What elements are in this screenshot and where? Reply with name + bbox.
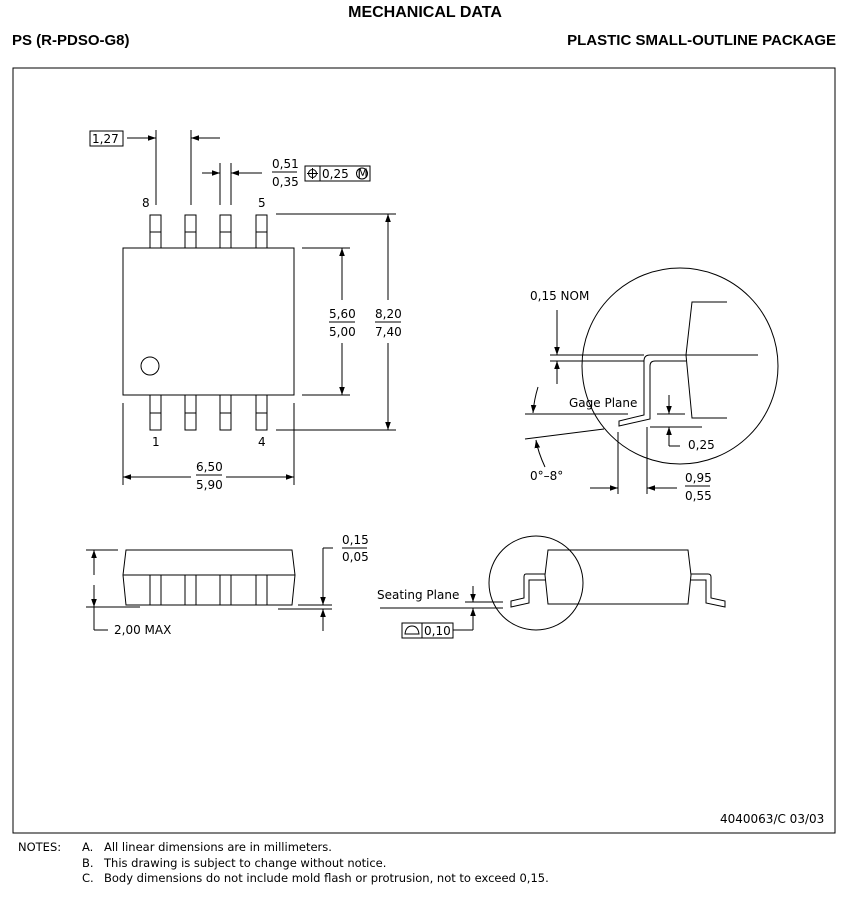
overall-width-max: 8,20 xyxy=(375,307,402,321)
pin-label-8: 8 xyxy=(142,196,150,210)
height-max-label: 2,00 MAX xyxy=(114,623,171,637)
pitch-value: 1,27 xyxy=(92,132,119,146)
position-icon xyxy=(307,168,318,179)
gage-height-value: 0,25 xyxy=(688,438,715,452)
position-tolerance-value: 0,25 xyxy=(322,167,349,181)
pitch-dimension: 1,27 xyxy=(89,130,220,205)
pin-label-1: 1 xyxy=(152,435,160,449)
foot-angle-label: 0°–8° xyxy=(530,469,563,483)
note-item: A.All linear dimensions are in millimete… xyxy=(82,840,332,854)
mmc-icon: M xyxy=(356,167,368,181)
body-width-dimension: 5,60 5,00 xyxy=(302,247,356,396)
overall-width-min: 7,40 xyxy=(375,325,402,339)
body-length-dimension: 6,50 5,90 xyxy=(122,403,295,492)
detail-reference-circle xyxy=(488,535,584,631)
detail-view: 0,15 NOM Gage Plane 0°–8° 0,25 0,95 0,55 xyxy=(524,267,779,503)
pin-label-4: 4 xyxy=(258,435,266,449)
pin-label-5: 5 xyxy=(258,196,266,210)
side-view-front: 2,00 MAX 0,15 0,05 xyxy=(86,533,369,637)
svg-text:M: M xyxy=(358,167,368,181)
seating-plane-label: Seating Plane xyxy=(377,588,459,602)
coplanarity-frame xyxy=(401,622,454,639)
lead-width-max: 0,51 xyxy=(272,157,299,171)
body-length-min: 5,90 xyxy=(196,478,223,492)
coplanarity-value: 0,10 xyxy=(424,624,451,638)
foot-length-min: 0,55 xyxy=(685,489,712,503)
top-leads xyxy=(149,214,268,249)
drawing-frame xyxy=(12,67,836,834)
bottom-leads xyxy=(149,394,268,431)
package-body xyxy=(122,247,295,396)
drawing-number: 4040063/C 03/03 xyxy=(720,812,824,826)
pin1-marker xyxy=(140,356,160,376)
foot-length-max: 0,95 xyxy=(685,471,712,485)
detail-circle xyxy=(581,267,779,465)
body-width-max: 5,60 xyxy=(329,307,356,321)
lead-width-min: 0,35 xyxy=(272,175,299,189)
side-view-end: Seating Plane 0,10 xyxy=(377,535,726,639)
lead-thickness-label: 0,15 NOM xyxy=(530,289,589,303)
note-item: C.Body dimensions do not include mold fl… xyxy=(82,871,549,885)
gage-plane-label: Gage Plane xyxy=(569,396,637,410)
notes-label: NOTES: xyxy=(18,840,62,854)
top-view: 8 5 1 4 1,27 0,51 0,35 xyxy=(89,130,402,492)
standoff-max: 0,15 xyxy=(342,533,369,547)
package-code: PS (R-PDSO-G8) xyxy=(12,32,130,49)
lead-width-dimension: 0,51 0,35 0,25 M xyxy=(202,157,371,205)
standoff-min: 0,05 xyxy=(342,550,369,564)
body-width-min: 5,00 xyxy=(329,325,356,339)
note-item: B.This drawing is subject to change with… xyxy=(82,855,387,870)
position-tolerance-frame xyxy=(304,165,371,182)
package-name: PLASTIC SMALL-OUTLINE PACKAGE xyxy=(567,32,836,49)
body-length-max: 6,50 xyxy=(196,460,223,474)
flatness-profile-icon xyxy=(404,625,420,635)
pitch-basic-box xyxy=(89,130,124,147)
page-title: MECHANICAL DATA xyxy=(348,4,502,21)
overall-width-dimension: 8,20 7,40 xyxy=(276,213,402,431)
